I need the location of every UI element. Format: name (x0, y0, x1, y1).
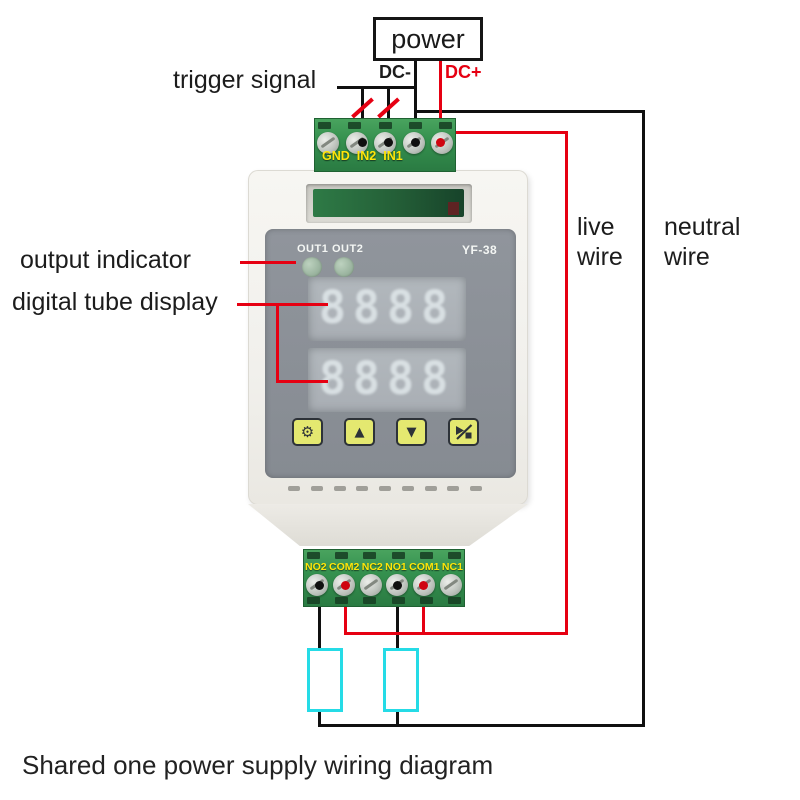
wire-dc-plus-vertical (439, 55, 442, 145)
out2-label: OUT2 (332, 243, 364, 255)
no1-terminal-label: NO1 (385, 561, 407, 573)
pointer-display-bottom (276, 380, 328, 383)
wire-com2-down (344, 588, 347, 635)
digital-display-row2: 8888 (308, 348, 466, 412)
junction-com2 (341, 581, 350, 590)
front-panel: OUT1 OUT2 YF-38 8888 8888 ⚙ ▲ ▼ (265, 229, 516, 478)
digital-tube-label: digital tube display (12, 288, 218, 316)
wire-load2-bottom (396, 704, 399, 727)
down-arrow-icon: ▼ (406, 424, 417, 440)
wire-com-bus (345, 632, 568, 635)
out2-led-indicator (334, 257, 354, 277)
up-button[interactable]: ▲ (344, 418, 375, 446)
screw-in2 (345, 132, 368, 154)
in2-terminal-label: IN2 (356, 149, 377, 163)
output-indicator-label: output indicator (20, 246, 191, 274)
bottom-terminal-block: NO2 COM2 NC2 NO1 COM1 NC1 (303, 549, 465, 607)
junction-dc-minus (411, 138, 420, 147)
wire-load1-bottom (318, 704, 321, 727)
set-button[interactable]: ⚙ (292, 418, 323, 446)
load1-box (307, 648, 343, 712)
vent-slots (288, 486, 482, 491)
dc-minus-label: DC- (379, 62, 411, 82)
no2-terminal-label: NO2 (305, 561, 327, 573)
dc-plus-label: DC+ (445, 62, 482, 82)
wire-live-branch (440, 131, 568, 134)
out1-label: OUT1 (297, 243, 329, 255)
out1-led-indicator (302, 257, 322, 277)
trigger-signal-label: trigger signal (173, 66, 317, 94)
gear-icon: ⚙ (300, 422, 315, 441)
terminal-screws (306, 574, 462, 596)
relay-module-base (248, 504, 528, 546)
junction-in2 (358, 138, 367, 147)
case-slot (306, 184, 472, 223)
wire-live-vertical (565, 131, 568, 635)
screw-nc1 (439, 574, 462, 596)
display-digits-row1: 8888 (318, 281, 456, 334)
wire-trigger-in2 (361, 88, 364, 144)
run-stop-icon (455, 424, 472, 440)
junction-in1 (384, 138, 393, 147)
load2-box (383, 648, 419, 712)
nc1-terminal-label: NC1 (441, 561, 463, 573)
wire-dc-minus-vertical (414, 55, 417, 145)
wire-no1-down (396, 590, 399, 650)
power-label: power (391, 23, 465, 54)
wire-ports-bottom (307, 597, 461, 604)
display-digits-row2: 8888 (318, 352, 456, 405)
pointer-output-indicator (240, 261, 296, 264)
up-arrow-icon: ▲ (354, 424, 365, 440)
neutral-wire-label: neutral wire (664, 213, 741, 271)
pcb-component (448, 202, 459, 215)
nc2-terminal-label: NC2 (361, 561, 383, 573)
run-stop-button[interactable] (448, 418, 479, 446)
digital-display-row1: 8888 (308, 277, 466, 341)
diagram-caption: Shared one power supply wiring diagram (22, 750, 494, 780)
pointer-display-stem (276, 303, 279, 383)
power-source-box: power (373, 17, 483, 61)
com2-terminal-label: COM2 (329, 561, 360, 573)
wire-ports (307, 552, 461, 559)
live-wire-label: live wire (577, 213, 623, 271)
wire-trigger-in1 (387, 88, 390, 144)
wire-ports (318, 122, 452, 129)
in1-terminal-label: IN1 (383, 149, 403, 163)
wire-trigger-horizontal (337, 86, 417, 89)
gnd-terminal-label: GND (322, 149, 350, 163)
wire-com1-down (422, 588, 425, 635)
wire-bottom-return (318, 724, 645, 727)
down-button[interactable]: ▼ (396, 418, 427, 446)
pointer-display-top (237, 303, 328, 306)
top-terminal-labels: GND IN2 IN1 (322, 149, 403, 163)
junction-com1 (419, 581, 428, 590)
junction-no2 (315, 581, 324, 590)
pcb-edge (313, 189, 464, 217)
junction-dc-plus (436, 138, 445, 147)
wire-neutral-vertical (642, 110, 645, 727)
wire-neutral-branch (414, 110, 645, 113)
junction-no1 (393, 581, 402, 590)
screw-gnd (317, 132, 339, 154)
com1-terminal-label: COM1 (409, 561, 440, 573)
model-label: YF-38 (462, 243, 498, 257)
bottom-terminal-labels: NO2 COM2 NC2 NO1 COM1 NC1 (305, 561, 463, 573)
screw-nc2 (359, 574, 382, 596)
wire-no2-down (318, 590, 321, 650)
